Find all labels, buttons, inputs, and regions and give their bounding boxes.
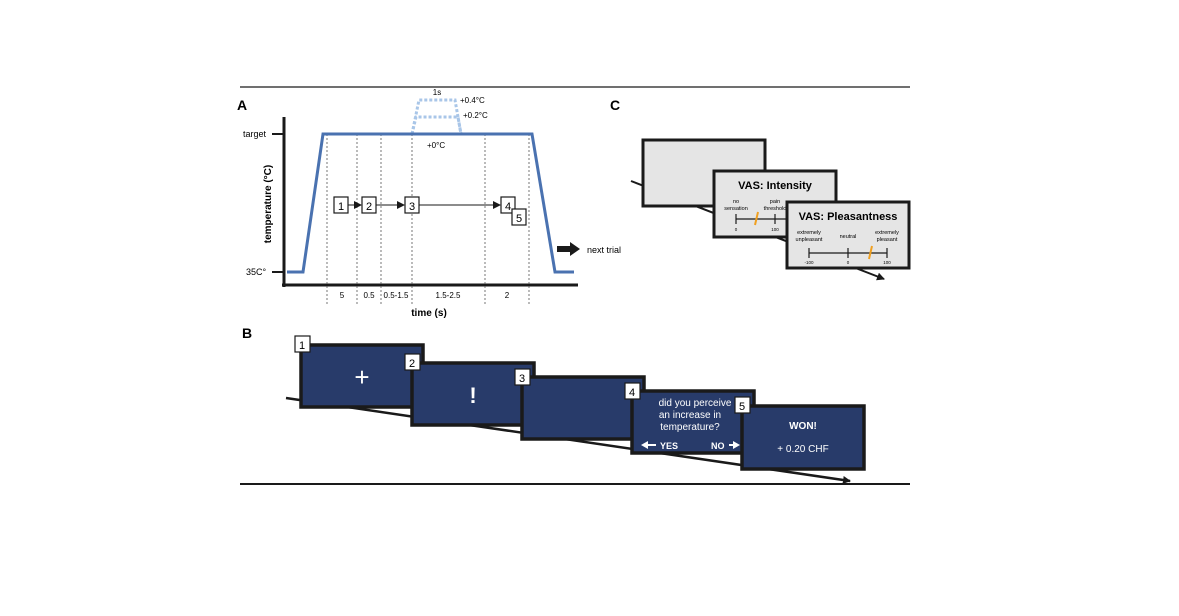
vas-pleasantness-mid: neutral (840, 234, 857, 240)
increment-pulses (410, 98, 463, 135)
y-tick-label-target: target (243, 129, 267, 139)
screen-4-number: 4 (629, 387, 635, 399)
screen-5: WON! + 0.20 CHF 5 (734, 396, 866, 471)
panel-c-label: C (610, 97, 620, 113)
svg-text:5: 5 (516, 213, 522, 225)
screen-1-number: 1 (299, 340, 305, 352)
cue-exclamation: ! (469, 383, 476, 408)
screen-2: ! 2 (404, 353, 536, 427)
event-step-1: 1 (333, 196, 349, 214)
interval-dividers (326, 134, 530, 304)
vas-intensity-right-1: pain (770, 199, 780, 205)
event-step-5: 5 (511, 208, 527, 226)
svg-text:1: 1 (338, 201, 344, 213)
vas-intensity-left-1: no (733, 199, 739, 205)
question-line-3: temperature? (660, 422, 720, 433)
vas-intensity-right-2: threshold (764, 206, 787, 212)
increment-label-zero: +0°C (427, 141, 445, 150)
interval-label-2: 0.5 (363, 291, 375, 300)
question-line-1: did you perceive (659, 398, 732, 409)
screen-1: + 1 (294, 335, 425, 409)
panel-b-label: B (242, 325, 252, 341)
vas-pleasantness-right-2: pleasant (877, 237, 898, 243)
vas-pleasantness-title: VAS: Pleasantness (799, 211, 898, 223)
vas-intensity-marker (754, 211, 759, 226)
pulse-duration-label: 1s (433, 88, 441, 97)
panel-b: B + 1 ! 2 3 did you perceive an increas (242, 325, 866, 484)
screen-2-number: 2 (409, 358, 415, 370)
next-trial-label: next trial (587, 245, 621, 255)
event-step-3: 3 (404, 196, 420, 214)
svg-text:2: 2 (366, 201, 372, 213)
vas-pleasantness-marker (868, 245, 873, 260)
interval-label-4: 1.5-2.5 (436, 291, 461, 300)
vas-pleasantness-right-1: extremely (875, 230, 899, 236)
reward-title: WON! (789, 421, 817, 432)
svg-text:4: 4 (505, 201, 511, 213)
screen-4: did you perceive an increase in temperat… (624, 382, 756, 455)
panel-a-label: A (237, 97, 247, 113)
interval-label-5: 2 (505, 291, 510, 300)
answer-no: NO (711, 441, 725, 451)
svg-text:0: 0 (735, 227, 738, 232)
interval-label-3: 0.5-1.5 (384, 291, 409, 300)
screen-3: 3 (514, 368, 646, 441)
fixation-cross: + (354, 362, 369, 392)
svg-text:100: 100 (883, 260, 891, 265)
question-line-2: an increase in (659, 410, 721, 421)
screen-3-number: 3 (519, 373, 525, 385)
panel-c: C VAS: Intensity no sensation pain thres… (610, 97, 911, 281)
left-arrow-icon (641, 441, 656, 449)
answer-yes: YES (660, 441, 678, 451)
temperature-curve (287, 132, 574, 274)
vas-intensity-left-2: sensation (724, 206, 748, 212)
vas-pleasantness-left-2: unpleasant (796, 237, 823, 243)
right-arrow-icon (729, 441, 740, 449)
y-tick-label-base: 35C° (246, 267, 267, 277)
svg-text:-100: -100 (804, 260, 814, 265)
y-axis-label: temperature (°C) (263, 165, 274, 243)
vas-pleasantness-left-1: extremely (797, 230, 821, 236)
svg-text:0: 0 (847, 260, 850, 265)
event-step-2: 2 (361, 196, 377, 214)
increment-label-high: +0.4°C (460, 96, 485, 105)
next-trial-arrow (557, 242, 580, 256)
reward-amount: + 0.20 CHF (777, 444, 828, 455)
increment-label-mid: +0.2°C (463, 111, 488, 120)
interval-label-1: 5 (340, 291, 345, 300)
vas-intensity-title: VAS: Intensity (738, 180, 813, 192)
x-axis-label: time (s) (411, 308, 447, 319)
screen-5-number: 5 (739, 401, 745, 413)
svg-text:3: 3 (409, 201, 415, 213)
panel-a: A target 35C° temperature (°C) time (s) … (237, 88, 621, 319)
svg-text:100: 100 (771, 227, 779, 232)
vas-pleasantness-screen: VAS: Pleasantness extremely unpleasant n… (785, 200, 911, 270)
